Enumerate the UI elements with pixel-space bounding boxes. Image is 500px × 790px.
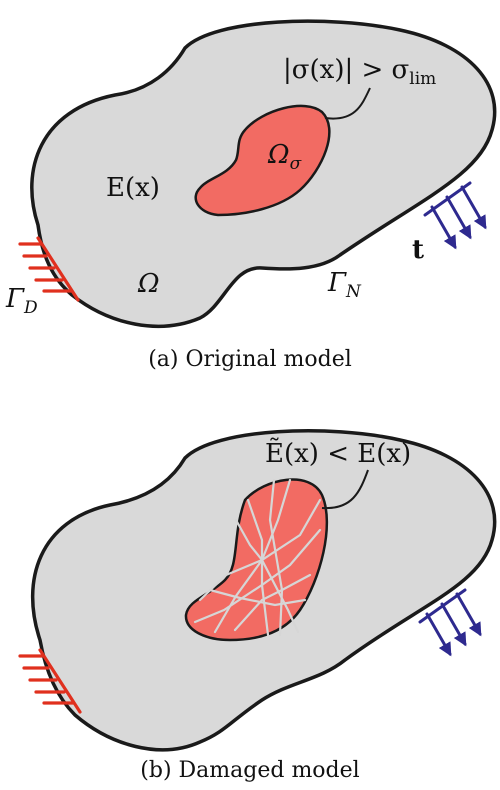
traction-label: t [412, 235, 424, 265]
traction-arrows [423, 181, 487, 250]
stressed-region [194, 104, 331, 217]
damaged-modulus-condition-label: Ẽ(x) < E(x) [265, 437, 411, 469]
modulus-label: E(x) [106, 173, 160, 203]
stress-leader-line [324, 87, 371, 120]
damage-leader-line [321, 469, 369, 510]
domain-label: Ω [137, 269, 160, 299]
neumann-boundary-label: ΓN [327, 268, 362, 302]
stress-condition-label: |σ(x)| > σlim [283, 55, 436, 89]
damaged-region [184, 478, 329, 642]
panel-original-model: |σ(x)| > σlim Ωσ E(x) Ω ΓD ΓN t (a) Orig… [5, 19, 497, 372]
panel-damaged-model: Ẽ(x) < E(x) (b) Damaged model [18, 429, 497, 783]
dirichlet-support-damaged [18, 648, 82, 714]
caption-a: (a) Original model [148, 347, 352, 372]
stressed-region-label: Ωσ [267, 140, 302, 174]
dirichlet-boundary-label: ΓD [5, 284, 38, 318]
caption-b: (b) Damaged model [140, 758, 359, 783]
dirichlet-support [18, 236, 80, 302]
traction-arrows-damaged [418, 588, 482, 657]
crack-network [193, 478, 322, 637]
